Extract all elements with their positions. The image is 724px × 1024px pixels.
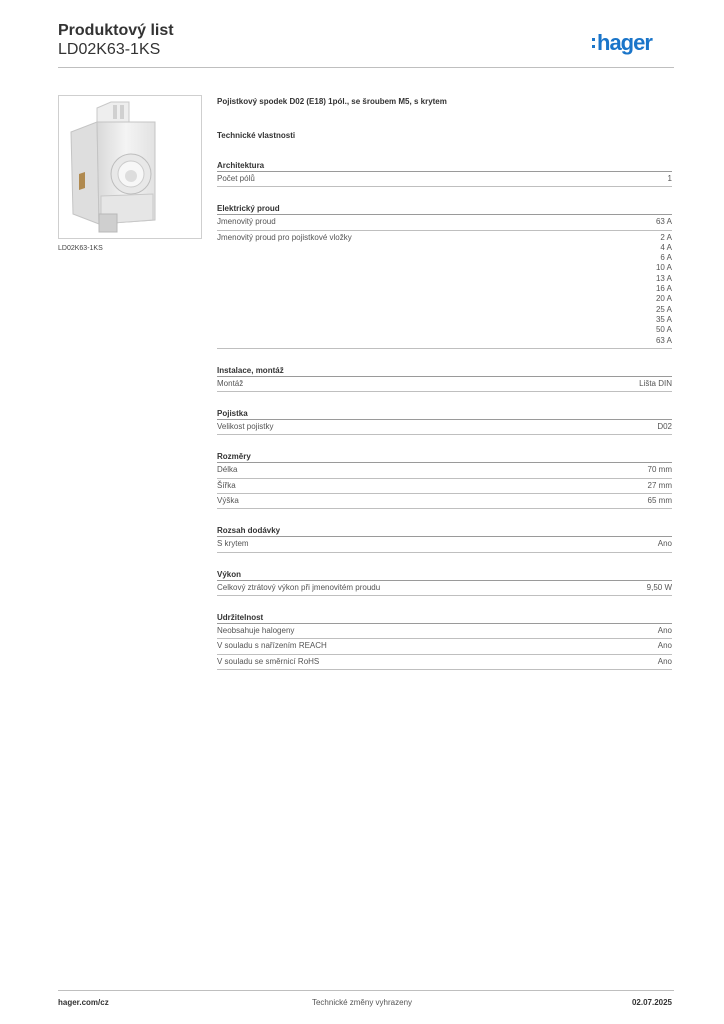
product-code: LD02K63-1KS — [58, 41, 161, 58]
section-title: Elektrický proud — [217, 203, 672, 216]
hager-logo[interactable]: hager — [592, 28, 653, 58]
spec-content: Pojistkový spodek D02 (E18) 1pól., se šr… — [217, 97, 672, 670]
spec-label: Šířka — [217, 480, 236, 490]
spec-label: Jmenovitý proud — [217, 217, 276, 227]
product-image — [58, 95, 202, 239]
footer-website-link[interactable]: hager.com/cz — [58, 998, 109, 1007]
spec-label: Délka — [217, 465, 238, 475]
spec-value: 1 — [667, 174, 672, 183]
product-description: Pojistkový spodek D02 (E18) 1pól., se šr… — [217, 97, 447, 106]
spec-row: V souladu s nařízením REACH Ano — [217, 639, 672, 655]
footer-date: 02.07.2025 — [631, 998, 672, 1007]
section-title: Udržitelnost — [217, 612, 672, 624]
spec-label: Celkový ztrátový výkon při jmenovitém pr… — [217, 582, 381, 592]
section-title: Pojistka — [217, 408, 672, 421]
spec-value: D02 — [657, 422, 672, 432]
spec-label: Výška — [217, 496, 239, 506]
header-divider — [58, 67, 674, 68]
tech-properties-title: Technické vlastnosti — [217, 131, 296, 140]
spec-value: 2 A 4 A 6 A 10 A 13 A 16 A 20 A 25 A 35 … — [655, 232, 672, 345]
spec-label: S krytem — [217, 539, 249, 549]
logo-text: hager — [597, 30, 653, 55]
spec-label: Jmenovitý proud pro pojistkové vložky — [217, 232, 352, 242]
spec-label: Montáž — [217, 378, 244, 388]
spec-label: V souladu s nařízením REACH — [217, 641, 327, 651]
spec-value: 9,50 W — [646, 582, 672, 592]
section-title: Výkon — [217, 569, 672, 581]
spec-row: Montáž Lišta DIN — [217, 377, 672, 393]
spec-value: Ano — [657, 539, 672, 549]
spec-row: Celkový ztrátový výkon při jmenovitém pr… — [217, 581, 672, 596]
spec-value: Ano — [657, 625, 672, 635]
section-title: Instalace, montáž — [217, 365, 672, 377]
spec-row: Délka 70 mm — [217, 463, 672, 479]
footer-divider — [58, 990, 674, 991]
section-title: Rozměry — [217, 451, 672, 464]
spec-value: 65 mm — [647, 496, 672, 506]
section-title: Rozsah dodávky — [217, 525, 672, 538]
footer-note: Technické změny vyhrazeny — [311, 998, 413, 1007]
logo-dots-icon — [592, 38, 595, 48]
spec-row: Neobsahuje halogeny Ano — [217, 624, 672, 640]
spec-value: Ano — [657, 656, 672, 666]
spec-row: S krytem Ano — [217, 537, 672, 553]
spec-label: Velikost pojistky — [217, 422, 274, 432]
spec-value: 27 mm — [647, 480, 672, 490]
image-caption: LD02K63-1KS — [58, 245, 103, 252]
spec-row: Výška 65 mm — [217, 494, 672, 510]
spec-row: V souladu se směrnicí RoHS Ano — [217, 655, 672, 670]
spec-value: Lišta DIN — [639, 378, 672, 388]
spec-label: Počet pólů — [217, 174, 255, 183]
page-title: Produktový list — [58, 22, 174, 39]
spec-value: 70 mm — [647, 465, 672, 475]
spec-label: Neobsahuje halogeny — [217, 625, 295, 635]
spec-row: Velikost pojistky D02 — [217, 420, 672, 436]
spec-row: Šířka 27 mm — [217, 479, 672, 495]
section-title: Architektura — [217, 160, 672, 172]
spec-value: Ano — [657, 641, 672, 651]
spec-value: 63 A — [655, 217, 672, 227]
spec-row: Jmenovitý proud pro pojistkové vložky 2 A… — [217, 231, 672, 349]
spec-row: Jmenovitý proud 63 A — [217, 215, 672, 231]
fuse-base-icon — [59, 96, 201, 238]
spec-row: Počet pólů 1 — [217, 172, 672, 188]
spec-label: V souladu se směrnicí RoHS — [217, 656, 320, 666]
